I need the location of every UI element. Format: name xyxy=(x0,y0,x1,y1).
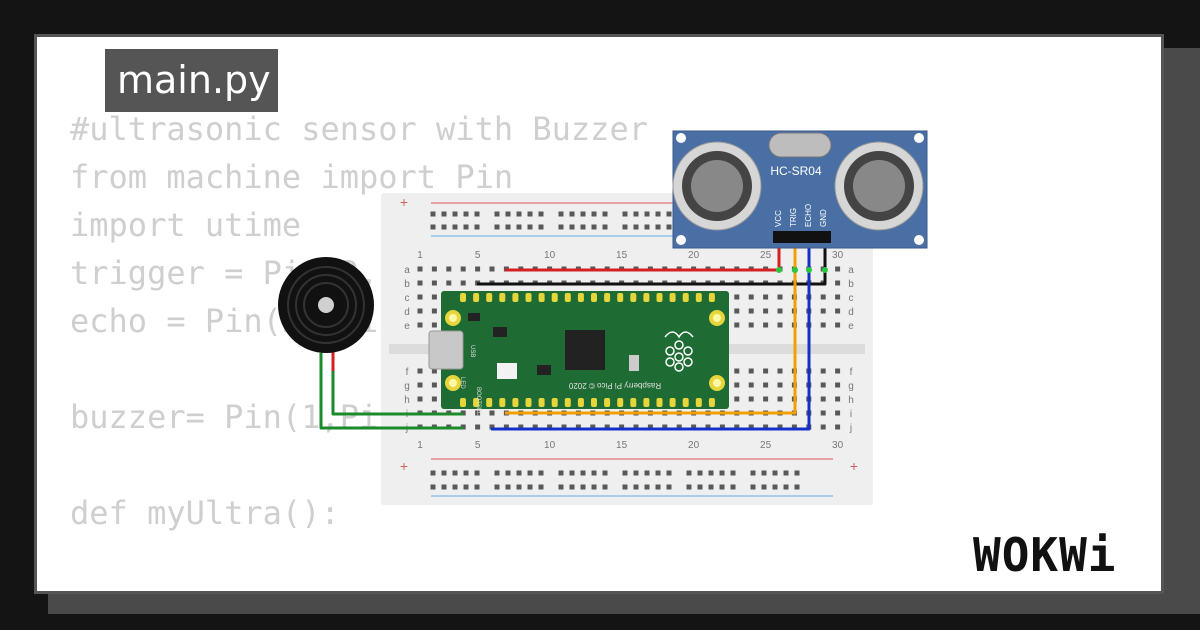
column-number: 15 xyxy=(616,250,628,261)
row-letter: a xyxy=(848,265,854,276)
file-tab[interactable]: main.py xyxy=(105,49,278,112)
column-number: 20 xyxy=(688,250,700,261)
sensor-pin-label: GND xyxy=(819,209,828,227)
row-letter: e xyxy=(848,321,854,332)
sensor-header xyxy=(773,231,831,243)
rp2040-chip xyxy=(565,330,605,370)
column-number: 5 xyxy=(475,250,481,261)
preview-card: #ultrasonic sensor with Buzzer from machi… xyxy=(34,34,1164,594)
wire-black xyxy=(477,239,827,286)
column-number: 25 xyxy=(760,440,772,451)
code-line: #ultrasonic sensor with Buzzer xyxy=(70,110,648,148)
wire-endpoints xyxy=(776,267,828,273)
column-number: 15 xyxy=(616,440,628,451)
left-transducer xyxy=(672,141,762,231)
row-letter: d xyxy=(404,307,410,318)
column-number: 1 xyxy=(417,250,423,261)
wire-green-2 xyxy=(331,353,463,416)
buzzer xyxy=(278,257,374,353)
sensor-pin-label: VCC xyxy=(774,210,783,227)
column-number: 30 xyxy=(832,250,844,261)
raspberry-logo-icon xyxy=(664,331,694,372)
wires xyxy=(319,239,827,431)
column-number: 5 xyxy=(475,440,481,451)
column-number: 10 xyxy=(544,440,556,451)
raspberry-pi-pico: Raspberry Pi Pico © 2020 BOOTSEL USB LED xyxy=(428,291,729,416)
bootsel-label: BOOTSEL xyxy=(475,387,481,416)
row-letter: h xyxy=(404,395,410,406)
hc-sr04-sensor: HC-SR04 VCC TRIG ECHO GND xyxy=(672,130,928,249)
rail-plus-bottom-right: + xyxy=(850,458,858,474)
usb-label: USB xyxy=(469,345,475,357)
wokwi-logo: WOKWi xyxy=(973,528,1117,582)
row-letter: a xyxy=(404,265,410,276)
row-letter: e xyxy=(404,321,410,332)
pico-pins xyxy=(460,293,715,407)
row-letter: h xyxy=(848,395,854,406)
wire-orange xyxy=(505,239,797,415)
row-letter: b xyxy=(404,279,410,290)
row-letter: j xyxy=(849,423,852,434)
row-letter: d xyxy=(848,307,854,318)
sensor-model-label: HC-SR04 xyxy=(770,164,822,178)
row-letter: g xyxy=(848,381,854,392)
code-line: from machine import Pin xyxy=(70,158,514,196)
pico-board-text: Raspberry Pi Pico © 2020 xyxy=(568,381,661,390)
rail-plus-top: + xyxy=(400,194,408,210)
row-letter: i xyxy=(850,409,852,420)
code-line: def myUltra(): xyxy=(70,494,340,532)
led-label: LED xyxy=(459,377,465,389)
wire-blue xyxy=(491,239,811,431)
wire-green-1 xyxy=(319,353,463,430)
row-letter: f xyxy=(406,367,409,378)
column-number: 30 xyxy=(832,440,844,451)
code-line: trigger.low() #Turn off xyxy=(70,585,648,591)
code-line: import utime xyxy=(70,206,302,244)
column-number: 10 xyxy=(544,250,556,261)
column-number: 25 xyxy=(760,250,772,261)
row-letter: c xyxy=(849,293,854,304)
right-transducer xyxy=(834,141,924,231)
sensor-pin-label: TRIG xyxy=(789,208,798,227)
column-number: 1 xyxy=(417,440,423,451)
row-letter: f xyxy=(850,367,853,378)
usb-connector xyxy=(428,330,464,370)
row-letter: g xyxy=(404,381,410,392)
rail-plus-bottom-left: + xyxy=(400,458,408,474)
bootsel-button xyxy=(497,363,517,379)
column-number: 20 xyxy=(688,440,700,451)
sensor-pin-label: ECHO xyxy=(804,204,813,227)
row-letter: b xyxy=(848,279,854,290)
row-letter: c xyxy=(405,293,410,304)
